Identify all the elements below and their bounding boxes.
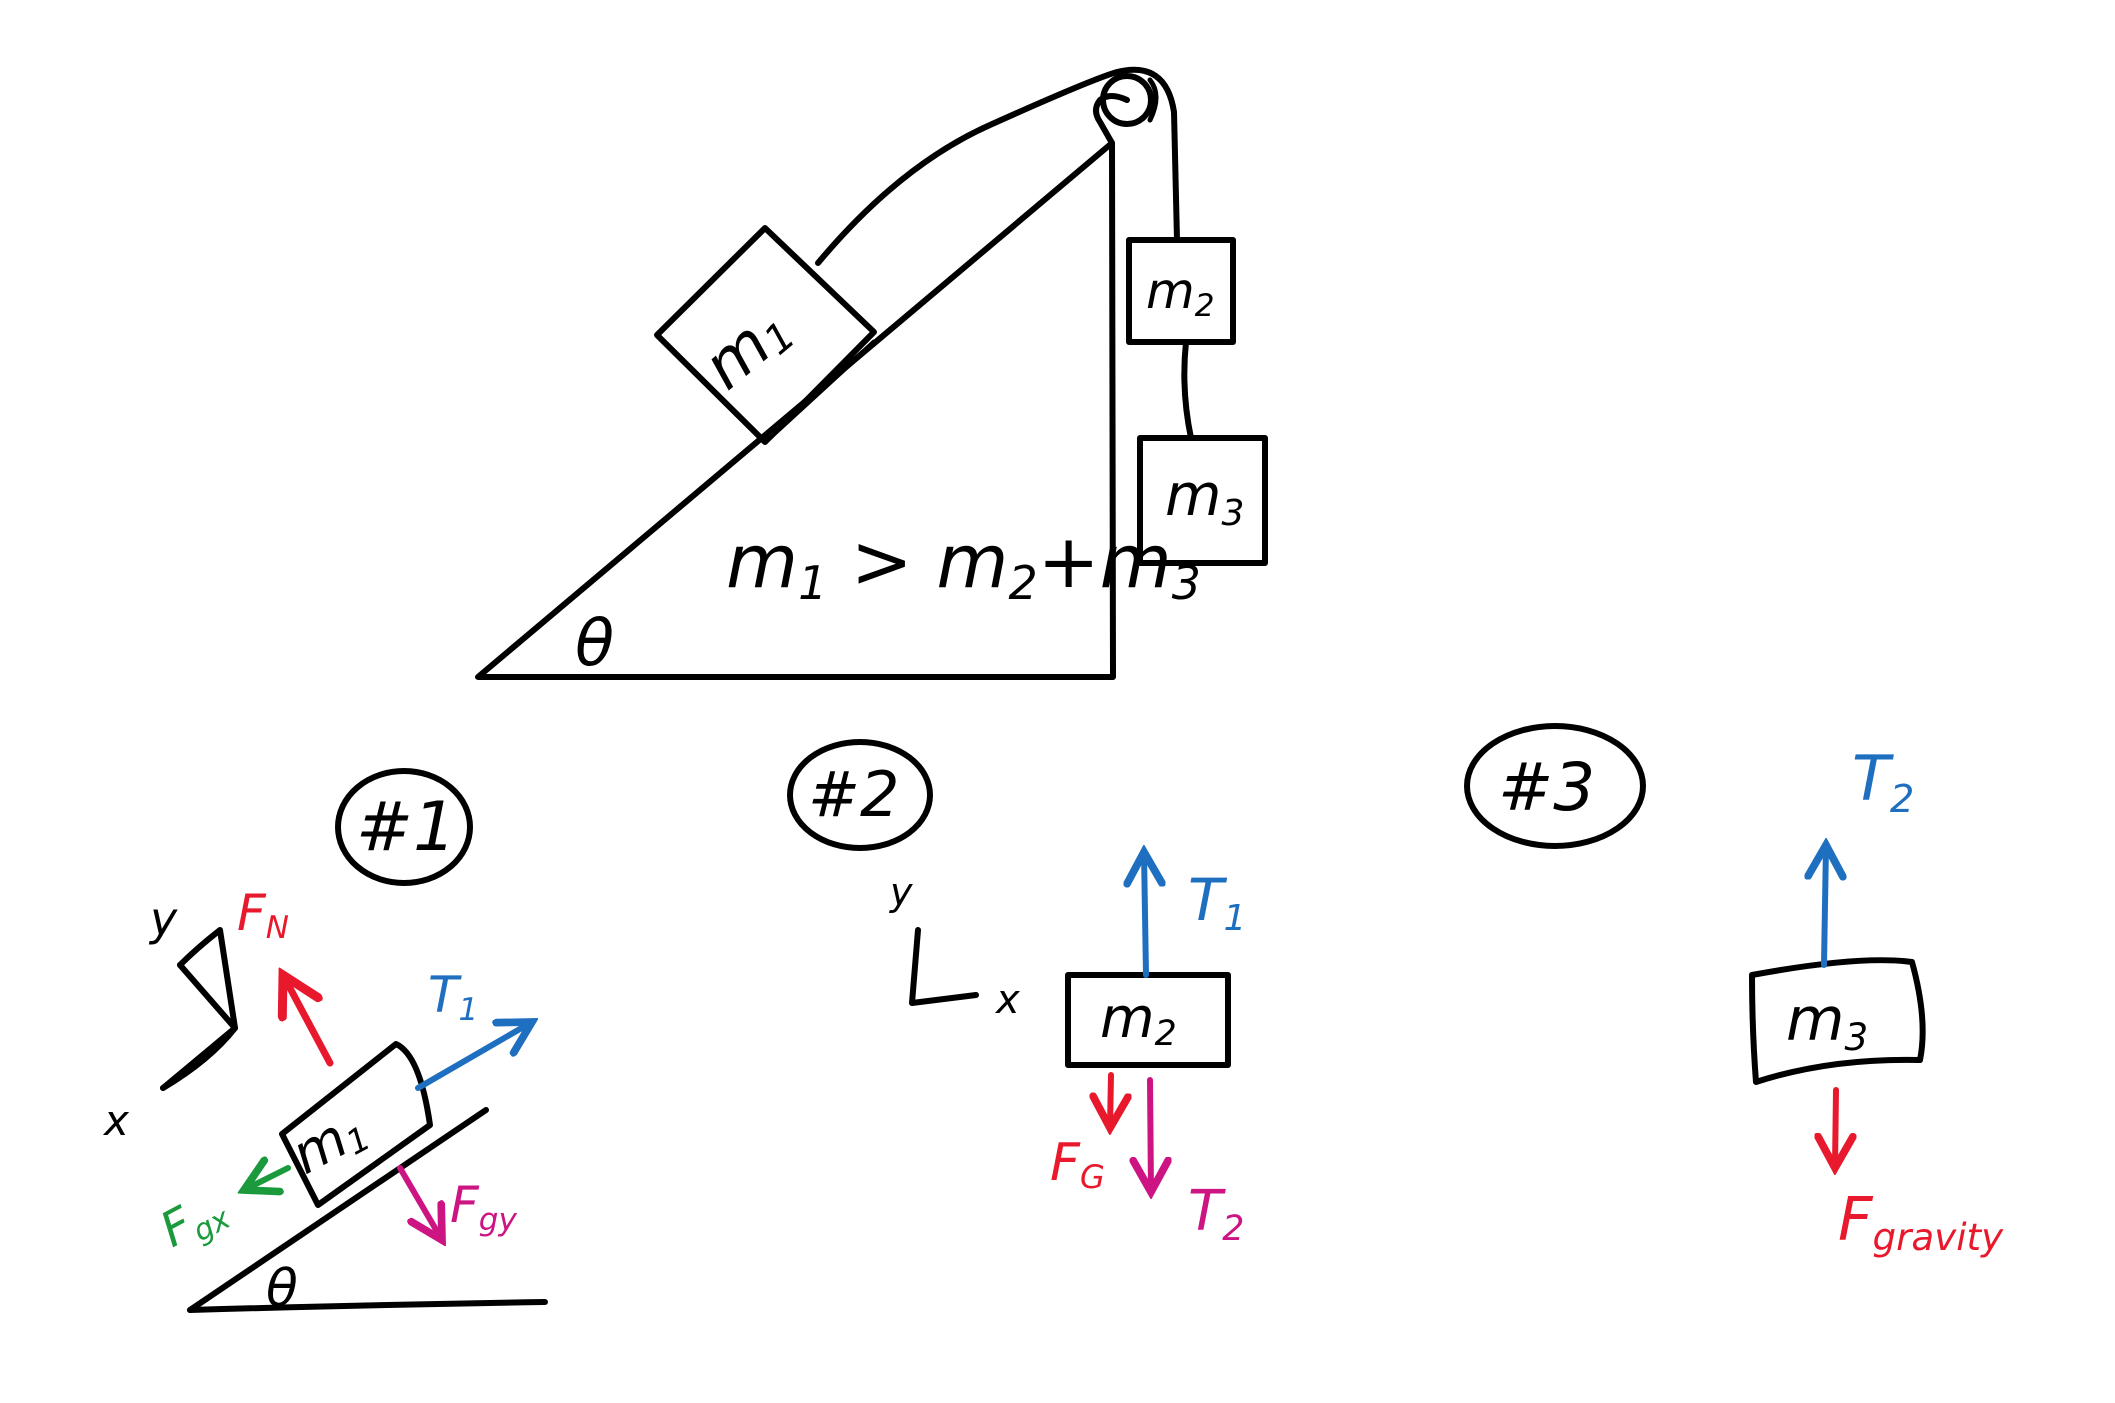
fbd1-axis-y: y (148, 892, 178, 946)
fbd1-gx-arrow (244, 1168, 291, 1190)
fbd2-axis-y: y (889, 870, 913, 914)
fbd3-tension-up-arrow (1824, 845, 1826, 968)
fbd1-title-badge: #1 (335, 768, 473, 886)
fbd-1: #1 y x θ m1 FN T1 Fgx Fgy (102, 768, 548, 1319)
fbd1-axes (160, 927, 238, 1091)
fbd1-axis-x: x (102, 1096, 130, 1145)
fbd-3: #3 m3 T2 Fgravity (1464, 723, 2004, 1259)
fbd2-tension-up-arrow (1144, 852, 1146, 978)
mass-condition: m1 > m2+m3 (726, 519, 1201, 610)
m2-label: m2 (1146, 262, 1214, 324)
angle-theta: θ (575, 607, 614, 681)
fbd2-gravity-label: FG (1050, 1133, 1105, 1196)
fbd1-tension-label: T1 (428, 966, 478, 1028)
fbd2-title-badge: #2 (787, 739, 933, 851)
fbd3-block-m3: m3 (1749, 957, 1926, 1085)
fbd1-normal-label: FN (237, 884, 289, 946)
fbd2-tension-up-label: T1 (1188, 866, 1246, 939)
svg-text:#3: #3 (1498, 749, 1595, 826)
block-m2: m2 (1126, 237, 1236, 345)
pulley (1093, 73, 1154, 146)
block-m1: m1 (654, 225, 877, 445)
fbd2-gravity-arrow (1110, 1072, 1111, 1128)
fbd1-gx-label: Fgx (151, 1179, 236, 1262)
fbd1-normal-arrow (283, 975, 334, 1067)
fbd2-block-m2: m2 (1065, 972, 1231, 1068)
svg-text:#2: #2 (808, 758, 899, 831)
fbd-2: #2 y x m2 T1 FG T2 (787, 739, 1246, 1249)
fbd1-gy-label: Fgy (450, 1176, 517, 1238)
setup-scene: m1 m2 m3 θ m1 > m2+m3 (475, 66, 1268, 681)
fbd3-title-badge: #3 (1464, 723, 1646, 849)
svg-text:m2: m2 (1100, 986, 1177, 1054)
fbd2-axis-x: x (994, 977, 1020, 1023)
fbd1-gy-arrow (397, 1165, 442, 1240)
fbd2-tension-down-arrow (1150, 1077, 1151, 1192)
m3-label: m3 (1165, 461, 1244, 534)
fbd1-tension-arrow (415, 1022, 532, 1091)
svg-text:#1: #1 (356, 788, 456, 867)
block-m3: m3 (1137, 435, 1268, 566)
rope-m1-pulley (815, 66, 1180, 266)
fbd1-incline (187, 1107, 489, 1313)
fbd2-axes (909, 927, 979, 1006)
rope-back (1147, 77, 1159, 123)
fbd3-gravity-arrow (1835, 1087, 1836, 1168)
fbd2-tension-down-label: T2 (1188, 1179, 1244, 1249)
fbd1-angle: θ (266, 1259, 298, 1319)
fbd3-gravity-label: Fgravity (1838, 1185, 2004, 1259)
svg-text:m3: m3 (1786, 985, 1868, 1059)
fbd3-tension-up-label: T2 (1852, 742, 1914, 822)
rope-m2-m3 (1181, 339, 1194, 441)
